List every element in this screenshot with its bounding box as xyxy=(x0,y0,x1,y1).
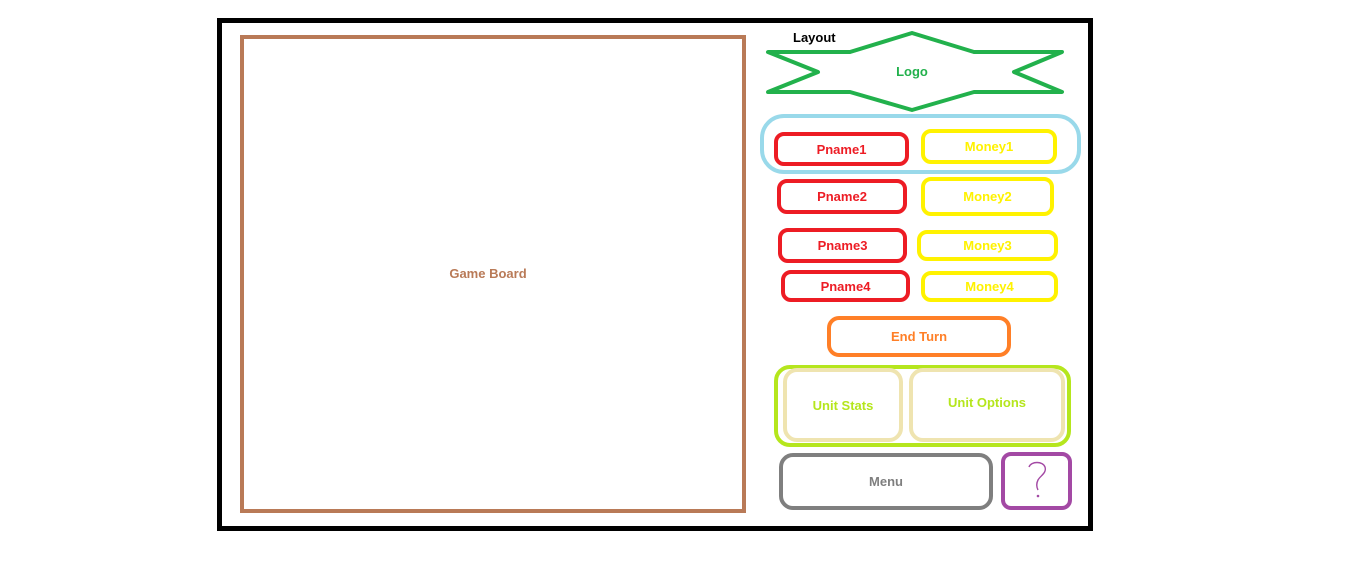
help-button[interactable] xyxy=(1001,452,1072,510)
player-name-3[interactable]: Pname3 xyxy=(778,228,907,263)
player-money-2[interactable]: Money2 xyxy=(921,177,1054,216)
end-turn-button[interactable]: End Turn xyxy=(827,316,1011,357)
player-name-1[interactable]: Pname1 xyxy=(774,132,909,166)
player-name-2[interactable]: Pname2 xyxy=(777,179,907,214)
unit-panel xyxy=(774,365,1071,447)
player-name-4[interactable]: Pname4 xyxy=(781,270,910,302)
player-money-3[interactable]: Money3 xyxy=(917,230,1058,261)
window-frame xyxy=(217,18,1093,531)
unit-stats-button[interactable]: Unit Stats xyxy=(783,368,903,442)
menu-button[interactable]: Menu xyxy=(779,453,993,510)
logo-label: Logo xyxy=(896,64,928,79)
question-mark-icon xyxy=(1028,461,1047,498)
layout-title: Layout xyxy=(793,30,836,45)
game-board-label: Game Board xyxy=(449,266,527,281)
unit-options-button[interactable]: Unit Options xyxy=(909,368,1065,442)
player-money-4[interactable]: Money4 xyxy=(921,271,1058,302)
current-player-highlight xyxy=(760,114,1081,174)
player-money-1[interactable]: Money1 xyxy=(921,129,1057,164)
logo-star-icon xyxy=(766,31,1064,112)
game-board[interactable] xyxy=(240,35,746,513)
